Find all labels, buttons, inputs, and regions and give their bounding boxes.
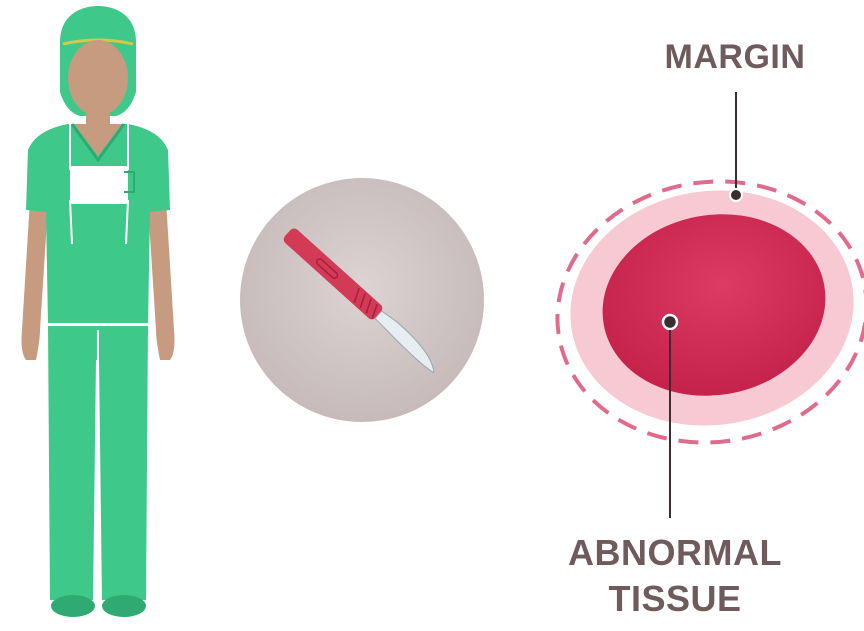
scalpel-badge — [240, 178, 484, 422]
face-mask — [70, 166, 128, 204]
right-shoe — [102, 595, 146, 617]
right-arm — [148, 200, 175, 360]
margin-callout-dot — [730, 189, 742, 201]
abnormal-tissue-label-line1: ABNORMAL — [555, 530, 795, 576]
surgeon-figure — [22, 6, 175, 617]
abnormal-tissue-label-line2: TISSUE — [555, 576, 795, 622]
face — [68, 40, 128, 116]
left-shoe — [51, 595, 95, 617]
abnormal-tissue-label: ABNORMAL TISSUE — [555, 530, 795, 622]
left-arm — [22, 200, 49, 360]
tissue-callout-dot — [663, 315, 677, 329]
tissue-diagram — [540, 92, 864, 518]
margin-label: MARGIN — [650, 38, 820, 77]
